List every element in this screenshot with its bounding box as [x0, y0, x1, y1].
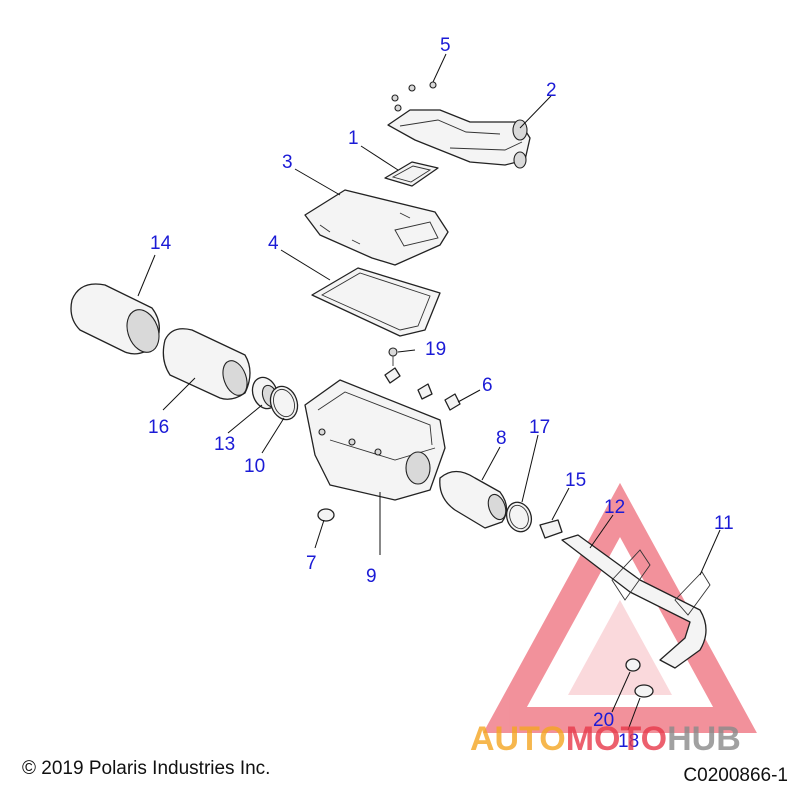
callout-7: 7 [306, 553, 317, 574]
screws [391, 81, 437, 112]
callout-9: 9 [366, 566, 377, 587]
screw-19 [388, 347, 398, 366]
grommet [317, 508, 335, 522]
callout-10: 10 [244, 456, 265, 477]
hose [625, 658, 641, 672]
callout-19: 19 [425, 339, 446, 360]
lid-seal [311, 267, 441, 337]
callout-12: 12 [604, 497, 625, 518]
drawing-number: C0200866-1 [683, 765, 788, 786]
bracket [611, 549, 711, 616]
outlet-boot [439, 470, 508, 529]
callout-5: 5 [440, 35, 451, 56]
watermark-moto: MOTO [566, 720, 667, 758]
callout-8: 8 [496, 428, 507, 449]
airbox-housing [304, 379, 446, 501]
callout-14: 14 [150, 233, 172, 254]
small-gasket [384, 161, 439, 187]
callout-11: 11 [714, 513, 734, 534]
callout-4: 4 [268, 233, 279, 254]
callout-labels: 1 2 3 4 5 6 7 8 9 10 11 12 13 14 15 16 1… [148, 35, 734, 752]
clamp-18 [634, 684, 654, 698]
callout-20: 20 [593, 710, 614, 731]
callout-16: 16 [148, 417, 169, 438]
intake-duct [387, 109, 531, 169]
callout-2: 2 [546, 80, 557, 101]
callout-13: 13 [214, 434, 235, 455]
watermark-hub: HUB [667, 720, 741, 758]
callout-17: 17 [529, 417, 550, 438]
clips [384, 367, 461, 411]
callout-1: 1 [348, 128, 359, 149]
air-filter [162, 328, 251, 400]
callout-18: 18 [618, 731, 639, 752]
leader-lines [137, 53, 721, 731]
watermark-auto: AUTO [470, 720, 566, 758]
pipe [561, 534, 707, 669]
watermark-text: AUTOMOTOHUB [470, 720, 741, 758]
airbox-lid [304, 189, 449, 266]
copyright-notice: © 2019 Polaris Industries Inc. [22, 758, 271, 779]
clamp-17 [505, 501, 533, 533]
svg-text:AUTOMOTOHUB: AUTOMOTOHUB [470, 720, 741, 758]
callout-6: 6 [482, 375, 493, 396]
clamp-10 [269, 385, 299, 421]
callout-3: 3 [282, 152, 293, 173]
callout-15: 15 [565, 470, 586, 491]
pre-filter-sleeve [70, 283, 160, 355]
fitting [539, 519, 563, 539]
